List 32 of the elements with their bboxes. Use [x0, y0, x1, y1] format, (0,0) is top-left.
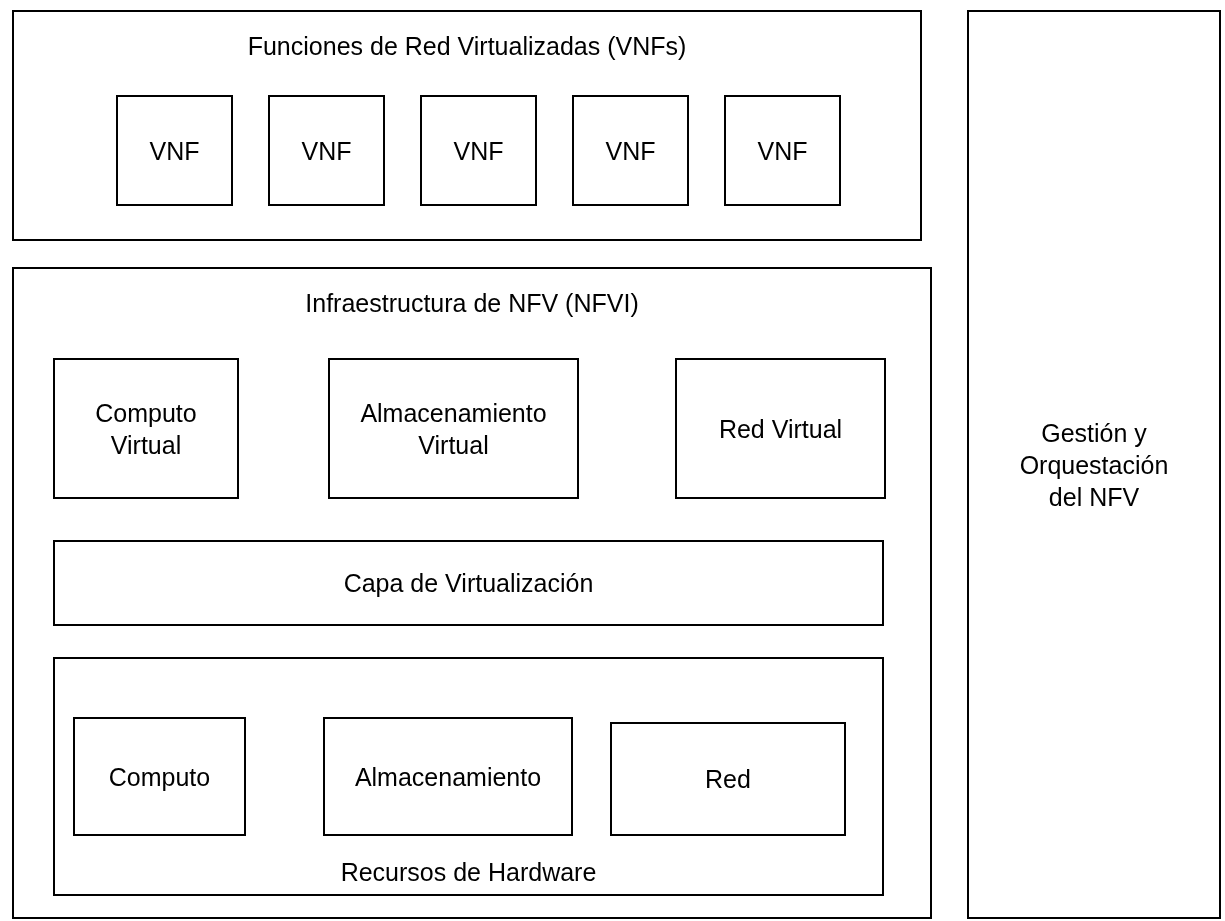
box-label: Infraestructura de NFV (NFVI) [304, 288, 640, 319]
box-label: Gestión y Orquestación del NFV [1018, 417, 1170, 513]
box-label: VNF [756, 135, 809, 167]
component-box [116, 95, 233, 206]
layer-box [967, 10, 1221, 919]
layer-box [12, 10, 922, 241]
component-box [53, 657, 884, 896]
box-label: Computo Virtual [94, 397, 198, 461]
box-label: VNF [300, 135, 353, 167]
component-box [73, 717, 246, 836]
component-box [53, 358, 239, 499]
box-label: Almacenamiento Virtual [359, 397, 548, 461]
box-label: VNF [148, 135, 201, 167]
box-label: Computo [107, 761, 212, 793]
box-label: Red [704, 764, 752, 795]
box-label: Recursos de Hardware [339, 857, 598, 888]
component-box [675, 358, 886, 499]
component-box [323, 717, 573, 836]
component-box [572, 95, 689, 206]
box-label: Almacenamiento [353, 761, 543, 793]
box-label: Red Virtual [717, 413, 844, 445]
component-box [268, 95, 385, 206]
component-box [724, 95, 841, 206]
layer-box [12, 267, 932, 919]
box-label: Funciones de Red Virtualizadas (VNFs) [246, 31, 688, 62]
box-label: Capa de Virtualización [342, 568, 595, 599]
component-box [53, 540, 884, 626]
component-box [420, 95, 537, 206]
component-box [328, 358, 579, 499]
component-box [610, 722, 846, 836]
box-label: VNF [452, 135, 505, 167]
box-label: VNF [604, 135, 657, 167]
